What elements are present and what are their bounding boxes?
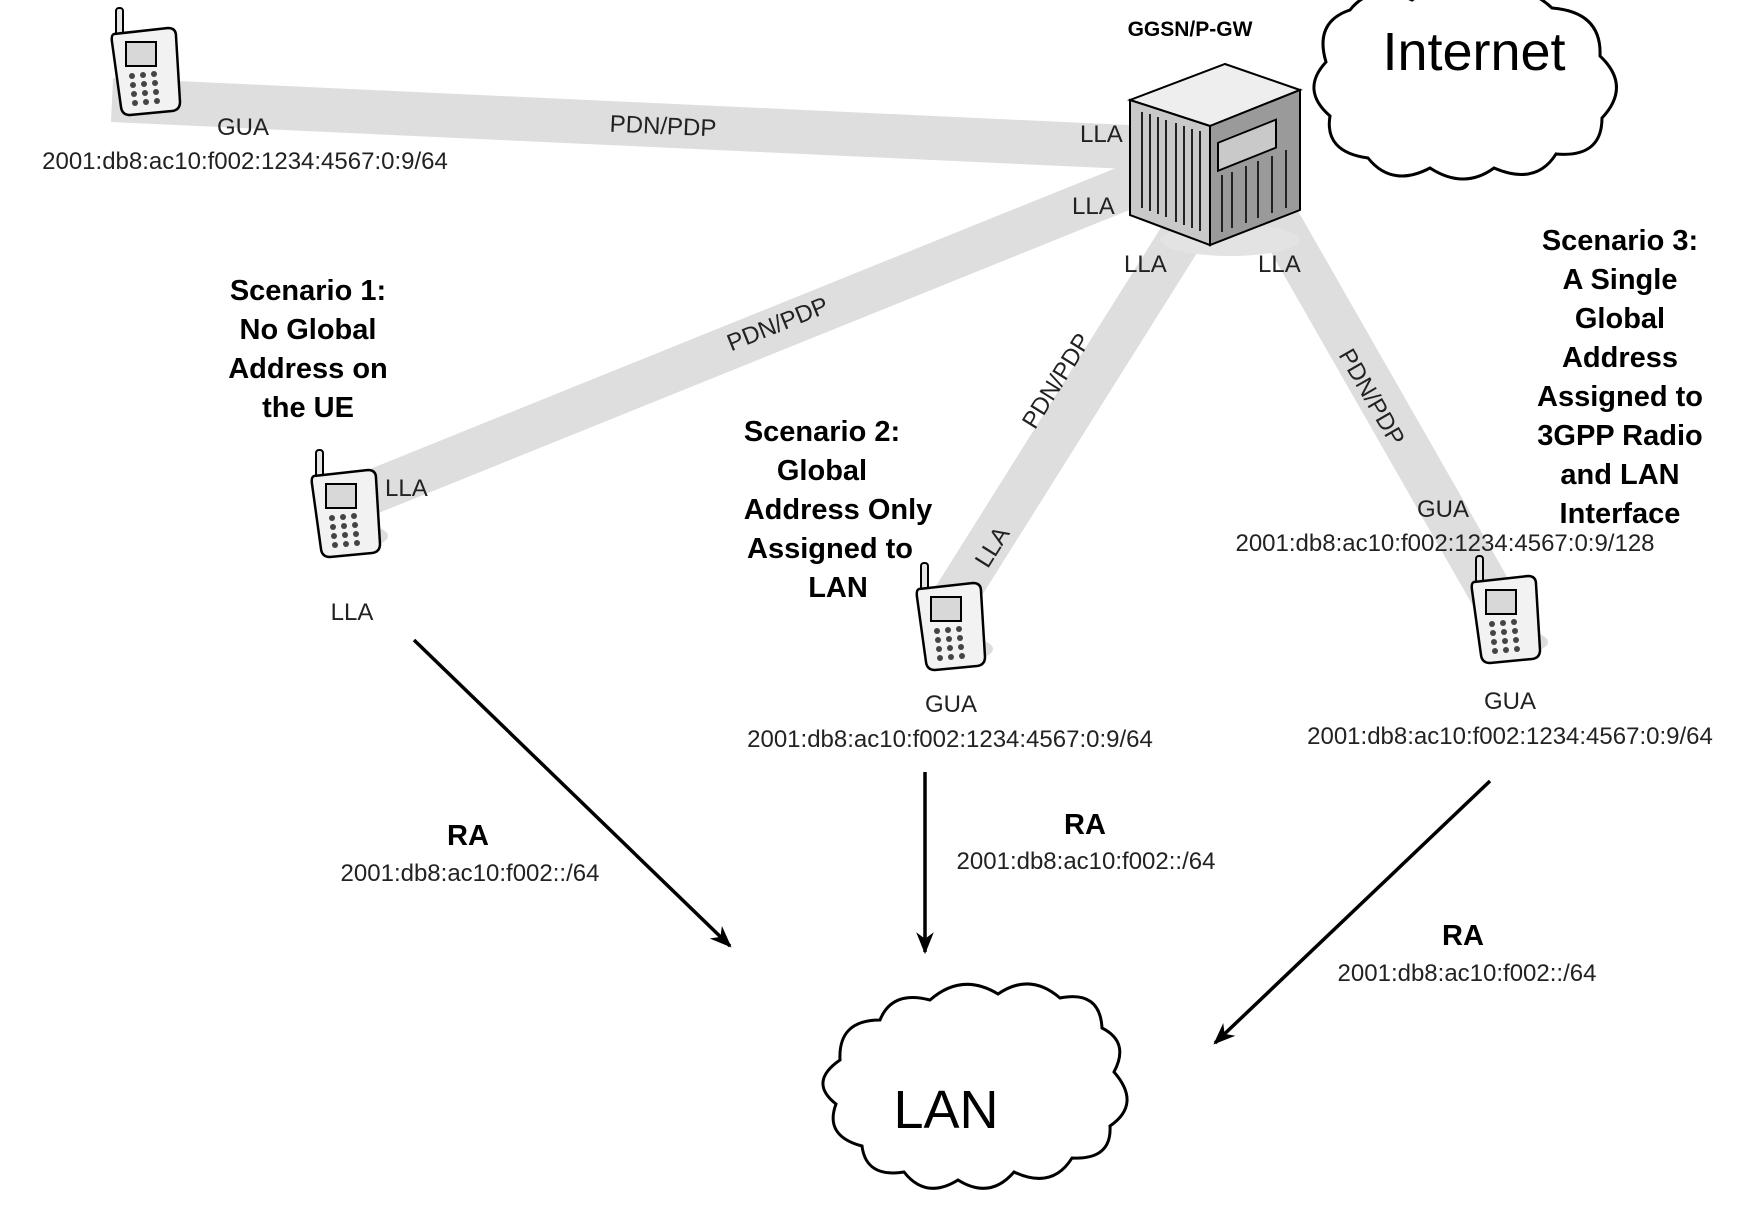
scenario1-ra-prefix: 2001:db8:ac10:f002::/64 [341,860,600,887]
link-s1-gw-lla: LLA [1072,193,1115,220]
internet-label: Internet [1382,22,1565,82]
scenario2-ra-label: RA [1064,809,1106,841]
scenario1-title-4: the UE [262,392,354,424]
lan-label: LAN [893,1080,998,1140]
scenario3-title-2: A Single [1563,264,1678,296]
scenario3-title-8: Interface [1560,498,1681,530]
scenario2-ue-gua: GUA [925,691,977,718]
scenario3-ue-gua: GUA [1484,688,1536,715]
gateway-label: GGSN/P-GW [1128,18,1253,41]
ue-top: GUA 2001:db8:ac10:f002:1234:4567:0:9/64 [42,6,448,175]
link-band-s2 [931,198,1217,617]
scenario2-title-4: Assigned to [747,533,913,565]
link-top-label: PDN/PDP [609,111,717,143]
link-band-s1 [343,159,1154,521]
scenario3-title-4: Address [1562,342,1678,374]
scenario3-title-6: 3GPP Radio [1537,420,1702,452]
scenario3-radio-gua: GUA [1417,496,1469,523]
scenario3-ue-address: 2001:db8:ac10:f002:1234:4567:0:9/64 [1307,723,1713,750]
link-top-gw-lla: LLA [1080,121,1123,148]
scenario3-ra-arrow [1213,779,1492,1045]
lan-cloud: LAN [821,982,1129,1190]
scenario3-title-7: and LAN [1560,459,1679,491]
internet-cloud: Internet [1312,0,1618,181]
link-s1-ue-lla: LLA [385,475,428,502]
server-icon [1126,62,1303,256]
ue-top-address: 2001:db8:ac10:f002:1234:4567:0:9/64 [42,148,448,175]
scenario2-ue-address: 2001:db8:ac10:f002:1234:4567:0:9/64 [747,726,1153,753]
scenario1-title-3: Address on [228,353,388,385]
scenario-1: Scenario 1: No Global Address on the UE … [228,275,732,948]
phone-icon [1470,554,1550,665]
gateway-server: GGSN/P-GW [1126,18,1303,256]
scenario2-title-5: LAN [808,572,868,604]
scenario-3: Scenario 3: A Single Global Address Assi… [1213,225,1713,1045]
phone-icon [110,6,190,117]
scenario1-ra-arrow [412,638,732,948]
scenario3-radio-address: 2001:db8:ac10:f002:1234:4567:0:9/128 [1235,530,1654,557]
link-band-top [110,78,1152,170]
scenario1-ue-lla: LLA [331,599,374,626]
scenario1-title-1: Scenario 1: [230,275,386,307]
phone-icon [310,448,390,559]
scenario3-ra-prefix: 2001:db8:ac10:f002::/64 [1338,960,1597,987]
link-s3-gw-lla: LLA [1258,251,1301,278]
link-s2-gw-lla: LLA [1124,251,1167,278]
scenario3-ra-label: RA [1442,920,1484,952]
scenario3-title-5: Assigned to [1537,381,1703,413]
scenario2-ra-prefix: 2001:db8:ac10:f002::/64 [957,848,1216,875]
scenario1-title-2: No Global [240,314,377,346]
scenario2-title-1: Scenario 2: [744,416,900,448]
scenario2-title-2: Global [777,455,867,487]
scenario2-title-3: Address Only [744,494,933,526]
ue-top-addr-type: GUA [217,114,269,141]
scenario3-title-3: Global [1575,303,1665,335]
scenario1-ra-label: RA [447,820,489,852]
scenario3-title-1: Scenario 3: [1542,225,1698,257]
scenario-2: Scenario 2: Global Address Only Assigned… [744,416,1216,955]
